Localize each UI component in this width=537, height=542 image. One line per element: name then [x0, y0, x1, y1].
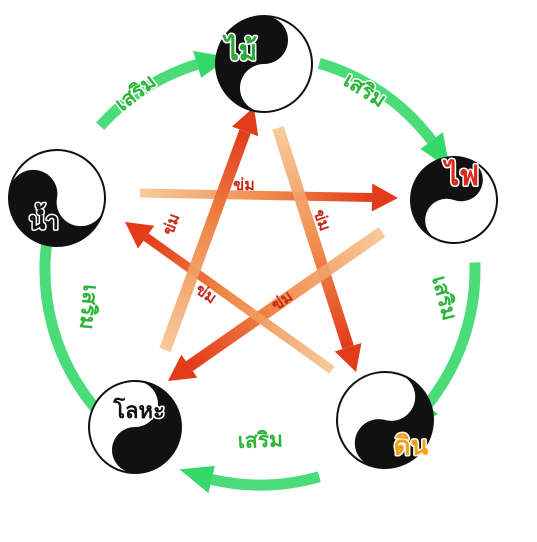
generating-arrow-fire-to-earth — [422, 262, 481, 409]
generating-arrow-earth-to-metal — [210, 471, 321, 491]
generating-arrow-wood-to-fire — [317, 58, 437, 144]
element-node-fire: ไฟ — [410, 156, 498, 244]
generating-label-fire-to-earth: เสริม — [427, 273, 462, 323]
generating-arrow-metal-to-water — [39, 227, 100, 412]
generating-label-earth-to-metal: เสริม — [237, 427, 283, 453]
controlling-label-metal-to-wood: ข่ม — [158, 211, 183, 238]
generating-label-wood-to-fire: เสริม — [339, 68, 390, 112]
element-nodes: ไม้ ไฟ ดิน โลหะ น้ำ — [8, 15, 498, 474]
controlling-arrow-water-to-fire — [139, 188, 373, 202]
element-label-water: น้ำ — [29, 202, 59, 235]
yin-yang-icon — [8, 149, 106, 247]
yin-yang-icon — [88, 380, 182, 474]
controlling-arrowhead-earth-to-water — [125, 222, 155, 249]
element-node-water: น้ำ — [8, 149, 106, 247]
yin-yang-icon — [215, 15, 313, 113]
controlling-arrowhead-water-to-fire — [371, 183, 398, 212]
controlling-arrow-wood-to-earth — [272, 126, 354, 350]
yin-yang-icon — [410, 156, 498, 244]
controlling-arrowhead-wood-to-earth — [334, 342, 362, 372]
element-label-fire: ไฟ — [442, 159, 479, 192]
controlling-arrow-metal-to-wood — [159, 129, 251, 353]
element-label-wood: ไม้ — [222, 34, 258, 67]
yin-yang-icon — [336, 371, 434, 469]
element-node-metal: โลหะ — [88, 380, 182, 474]
generating-arrow-water-to-wood — [96, 59, 199, 130]
controlling-label-water-to-fire: ข่ม — [233, 175, 254, 194]
generating-arrowhead-earth-to-metal — [179, 465, 215, 494]
controlling-arrow-earth-to-water — [143, 233, 335, 374]
element-label-earth: ดิน — [394, 432, 429, 462]
controlling-star — [125, 107, 398, 381]
element-node-wood: ไม้ — [215, 15, 313, 113]
element-node-earth: ดิน — [336, 371, 434, 469]
element-label-metal: โลหะ — [112, 397, 165, 424]
controlling-arrowhead-fire-to-metal — [168, 354, 198, 381]
generating-label-metal-to-water: เสริม — [75, 284, 103, 331]
controlling-arrow-fire-to-metal — [185, 227, 386, 372]
controlling-arrowhead-metal-to-wood — [231, 107, 259, 137]
